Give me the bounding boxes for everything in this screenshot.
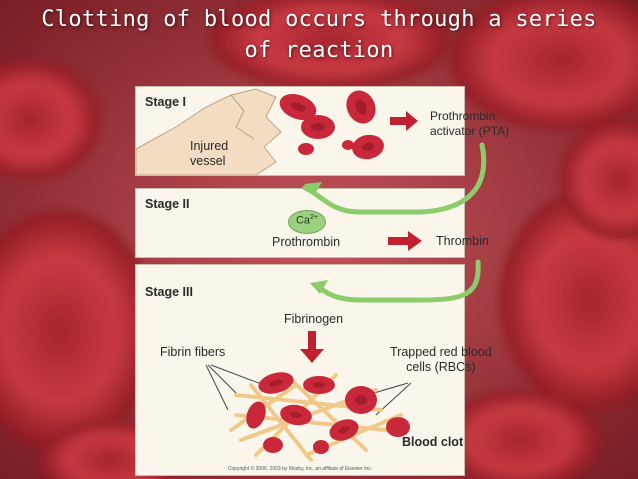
stage-3-label: Stage III: [145, 285, 193, 299]
trapped-rbc-label: Trapped red blood cells (RBCs): [390, 345, 492, 375]
stage-1-label: Stage I: [145, 95, 186, 109]
stage-3-panel: Stage III Fibrinogen: [135, 264, 492, 476]
stage-1-panel: Stage I Injured vessel Prothrombin activ…: [135, 86, 509, 176]
stage-1-rbc-cluster: [279, 90, 384, 160]
fibrin-fibers-label: Fibrin fibers: [160, 345, 226, 359]
calcium-symbol: Ca: [295, 214, 311, 227]
calcium-ion-text: Ca2+: [289, 214, 325, 227]
injured-vessel-label: Injured vessel: [190, 139, 228, 169]
trapped-rbc-label-line-2: cells (RBCs): [406, 360, 476, 374]
stage-3-rbc-cluster: [246, 372, 410, 454]
prothrombin-label: Prothrombin: [272, 235, 341, 249]
injured-vessel-label-line-2: vessel: [190, 154, 226, 168]
stage-3-illustration: [205, 331, 412, 462]
fibrinogen-label: Fibrinogen: [284, 312, 344, 326]
copyright-text: Copyright © 2006, 2003 by Mosby, Inc. an…: [227, 466, 373, 472]
vessel-tear-line: [230, 94, 255, 140]
calcium-charge: 2+: [310, 214, 319, 221]
injured-vessel-label-line-1: Injured: [190, 139, 229, 153]
trapped-rbc-label-line-1: Trapped red blood: [390, 345, 492, 359]
blood-clot-label: Blood clot: [402, 435, 464, 449]
slide-title: Clotting of blood occurs through a serie…: [0, 4, 638, 66]
stage-1-illustration: [136, 88, 418, 175]
stage-2-panel: Stage II Ca2+ Prothrombin Thrombin: [135, 188, 489, 258]
stage-2-red-arrow: [388, 231, 422, 251]
injured-vessel-shape: [136, 88, 282, 175]
pta-label-line-2: activator (PTA): [430, 124, 510, 138]
stage-2-label: Stage II: [145, 197, 190, 211]
pta-label: Prothrombin activator (PTA): [430, 109, 509, 139]
pta-label-line-1: Prothrombin: [430, 109, 496, 123]
calcium-ion-badge: Ca2+: [288, 210, 326, 234]
slide-title-line-1: Clotting of blood occurs through a serie…: [41, 7, 597, 32]
thrombin-label: Thrombin: [436, 234, 489, 248]
stage-3-red-arrow: [300, 331, 324, 363]
slide-title-line-2: of reaction: [244, 38, 394, 63]
stage-1-red-arrow: [390, 111, 418, 131]
